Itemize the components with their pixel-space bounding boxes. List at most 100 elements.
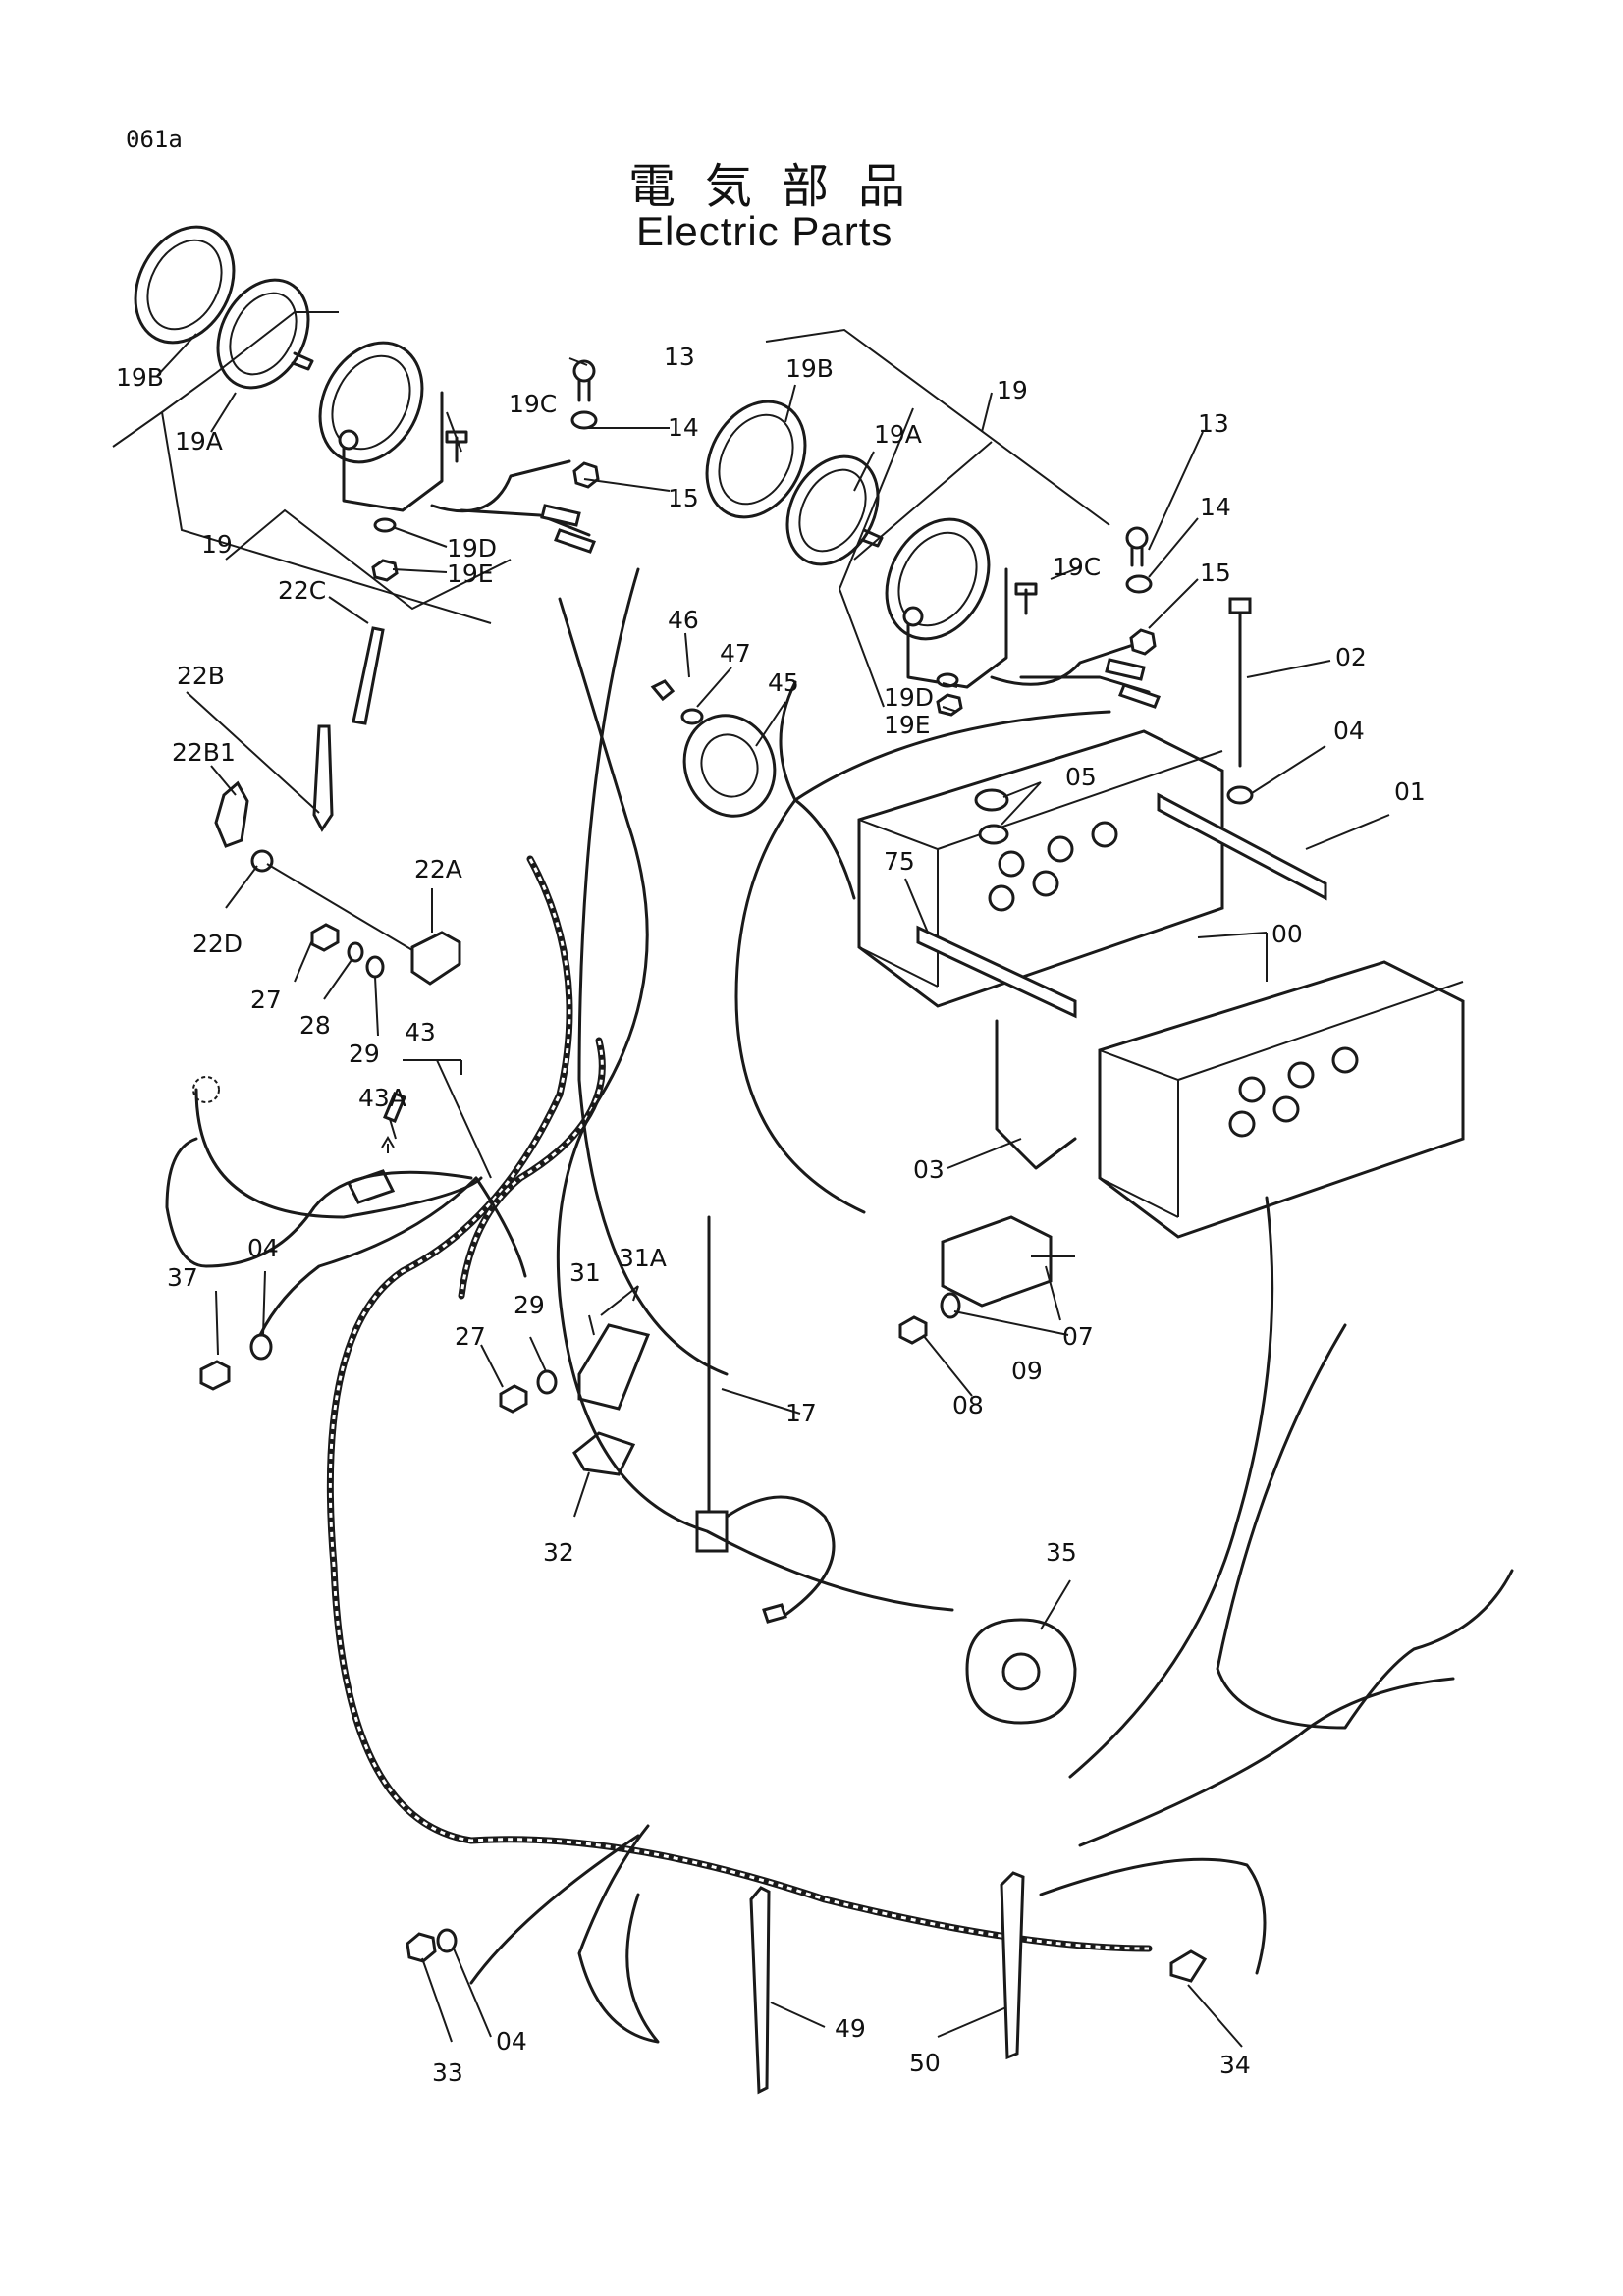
- lamp-lens-19a-right: [785, 454, 884, 566]
- main-harness: [326, 855, 1153, 1952]
- bolt-08: [898, 1315, 928, 1345]
- bracket-lines-left: [112, 311, 512, 611]
- callout-19a-right: 19A: [874, 420, 922, 449]
- callout-31a: 31A: [619, 1244, 667, 1272]
- callout-19d-right: 19D: [884, 683, 934, 712]
- lamp-body-19-left: [318, 341, 468, 512]
- callout-19b-left: 19B: [116, 363, 164, 392]
- callout-19b-right: 19B: [785, 354, 834, 383]
- nut-33: [406, 1932, 437, 1963]
- callout-19-left: 19: [201, 530, 233, 559]
- switch-35: [965, 1618, 1077, 1725]
- title-english: Electric Parts: [636, 208, 893, 254]
- callout-22b1: 22B1: [172, 738, 236, 767]
- callout-09: 09: [1011, 1357, 1043, 1385]
- callout-33: 33: [432, 2058, 463, 2087]
- washer-14-left: [570, 410, 598, 430]
- washer-09: [940, 1292, 961, 1319]
- callout-35: 35: [1046, 1538, 1077, 1567]
- callout-03: 03: [913, 1155, 945, 1184]
- callout-45: 45: [768, 668, 799, 697]
- battery-bracket-01: [1157, 792, 1327, 901]
- callout-04-bottom: 04: [496, 2027, 527, 2056]
- callout-14-right: 14: [1200, 493, 1231, 521]
- nut-19e-right: [936, 693, 963, 717]
- left-work-lamp-assembly: [112, 225, 600, 624]
- callout-15-right: 15: [1200, 559, 1231, 587]
- washer-29-b: [536, 1369, 558, 1395]
- bolt-46: [650, 679, 676, 702]
- wiper-arm-22b: [312, 724, 334, 832]
- callout-27-b: 27: [455, 1322, 486, 1351]
- callout-02: 02: [1335, 643, 1367, 671]
- callout-43a: 43A: [358, 1084, 406, 1112]
- washer-47: [680, 708, 704, 725]
- callout-19c-left: 19C: [509, 390, 557, 418]
- callout-05: 05: [1065, 763, 1097, 791]
- callout-01: 01: [1394, 777, 1426, 806]
- battery-bracket-75: [916, 925, 1077, 1019]
- wiper-motor-22a: [410, 931, 461, 986]
- horn-assembly: [650, 679, 777, 818]
- leader-lines: [156, 333, 1390, 2048]
- relay-07: [941, 1215, 1053, 1308]
- callout-37: 37: [167, 1263, 198, 1292]
- callout-22c: 22C: [278, 576, 326, 605]
- callout-labels: 19B 19A 19 19C 19D 19E 13 14 15 19B 19A …: [116, 343, 1426, 2087]
- cable-tie-49: [749, 1886, 771, 2095]
- screw-13-left: [572, 359, 596, 402]
- callout-46: 46: [668, 606, 699, 634]
- bottom-parts: [406, 1871, 1208, 2095]
- title-japanese: 電気部品: [628, 159, 936, 214]
- battery-cable-03: [995, 1019, 1077, 1170]
- bolt-37: [199, 1360, 231, 1391]
- lamp-rim-19b-right: [705, 400, 807, 519]
- lamp-body-19-right: [885, 517, 1038, 689]
- callout-19e-left: 19E: [447, 560, 494, 588]
- antenna-17: [695, 1215, 836, 1624]
- callout-28: 28: [299, 1011, 331, 1040]
- washer-29-a: [365, 955, 385, 979]
- callout-29-b: 29: [514, 1291, 545, 1319]
- callout-22d: 22D: [192, 930, 243, 958]
- callout-31: 31: [569, 1258, 601, 1287]
- callout-29-a: 29: [349, 1040, 380, 1068]
- screw-27-a: [310, 923, 340, 952]
- nut-15-left: [572, 461, 600, 489]
- bracket-lines-left-2: [161, 411, 492, 624]
- toggle-switch-32: [572, 1431, 636, 1476]
- callout-15-left: 15: [668, 484, 699, 512]
- callout-19-right: 19: [997, 376, 1028, 404]
- screw-13-right: [1125, 526, 1149, 567]
- callout-27-a: 27: [250, 986, 282, 1014]
- bolt-37-washer-04: [199, 1333, 273, 1391]
- washer-04-bottom: [436, 1928, 458, 1953]
- nut-05-upper: [974, 788, 1009, 812]
- callout-19e-right: 19E: [884, 711, 931, 739]
- washer-19d-left: [373, 517, 397, 533]
- callout-32: 32: [543, 1538, 574, 1567]
- washer-14-right: [1125, 574, 1153, 594]
- small-fasteners-left: [310, 923, 406, 1204]
- wiper-assembly: [214, 626, 461, 986]
- right-work-lamp-assembly: [705, 328, 1161, 717]
- nut-05-lower: [978, 824, 1009, 845]
- wire-connector-left: [430, 459, 596, 554]
- callout-04-bolt37: 04: [247, 1234, 279, 1262]
- callout-00: 00: [1271, 920, 1303, 948]
- callout-17: 17: [785, 1399, 817, 1427]
- callout-19d-left: 19D: [447, 534, 497, 562]
- wiper-arm-cover-22b1: [214, 780, 249, 848]
- page-code: 061a: [126, 126, 183, 153]
- callout-50: 50: [909, 2049, 941, 2077]
- callout-49: 49: [835, 2014, 866, 2043]
- callout-34: 34: [1219, 2051, 1251, 2079]
- horn-45: [682, 714, 777, 818]
- lamp-rim-19b-left: [134, 225, 236, 345]
- bracket-lines-right: [765, 328, 1110, 708]
- washer-04-battery: [1226, 785, 1254, 805]
- nut-19e-left: [371, 559, 399, 582]
- callout-07: 07: [1062, 1322, 1094, 1351]
